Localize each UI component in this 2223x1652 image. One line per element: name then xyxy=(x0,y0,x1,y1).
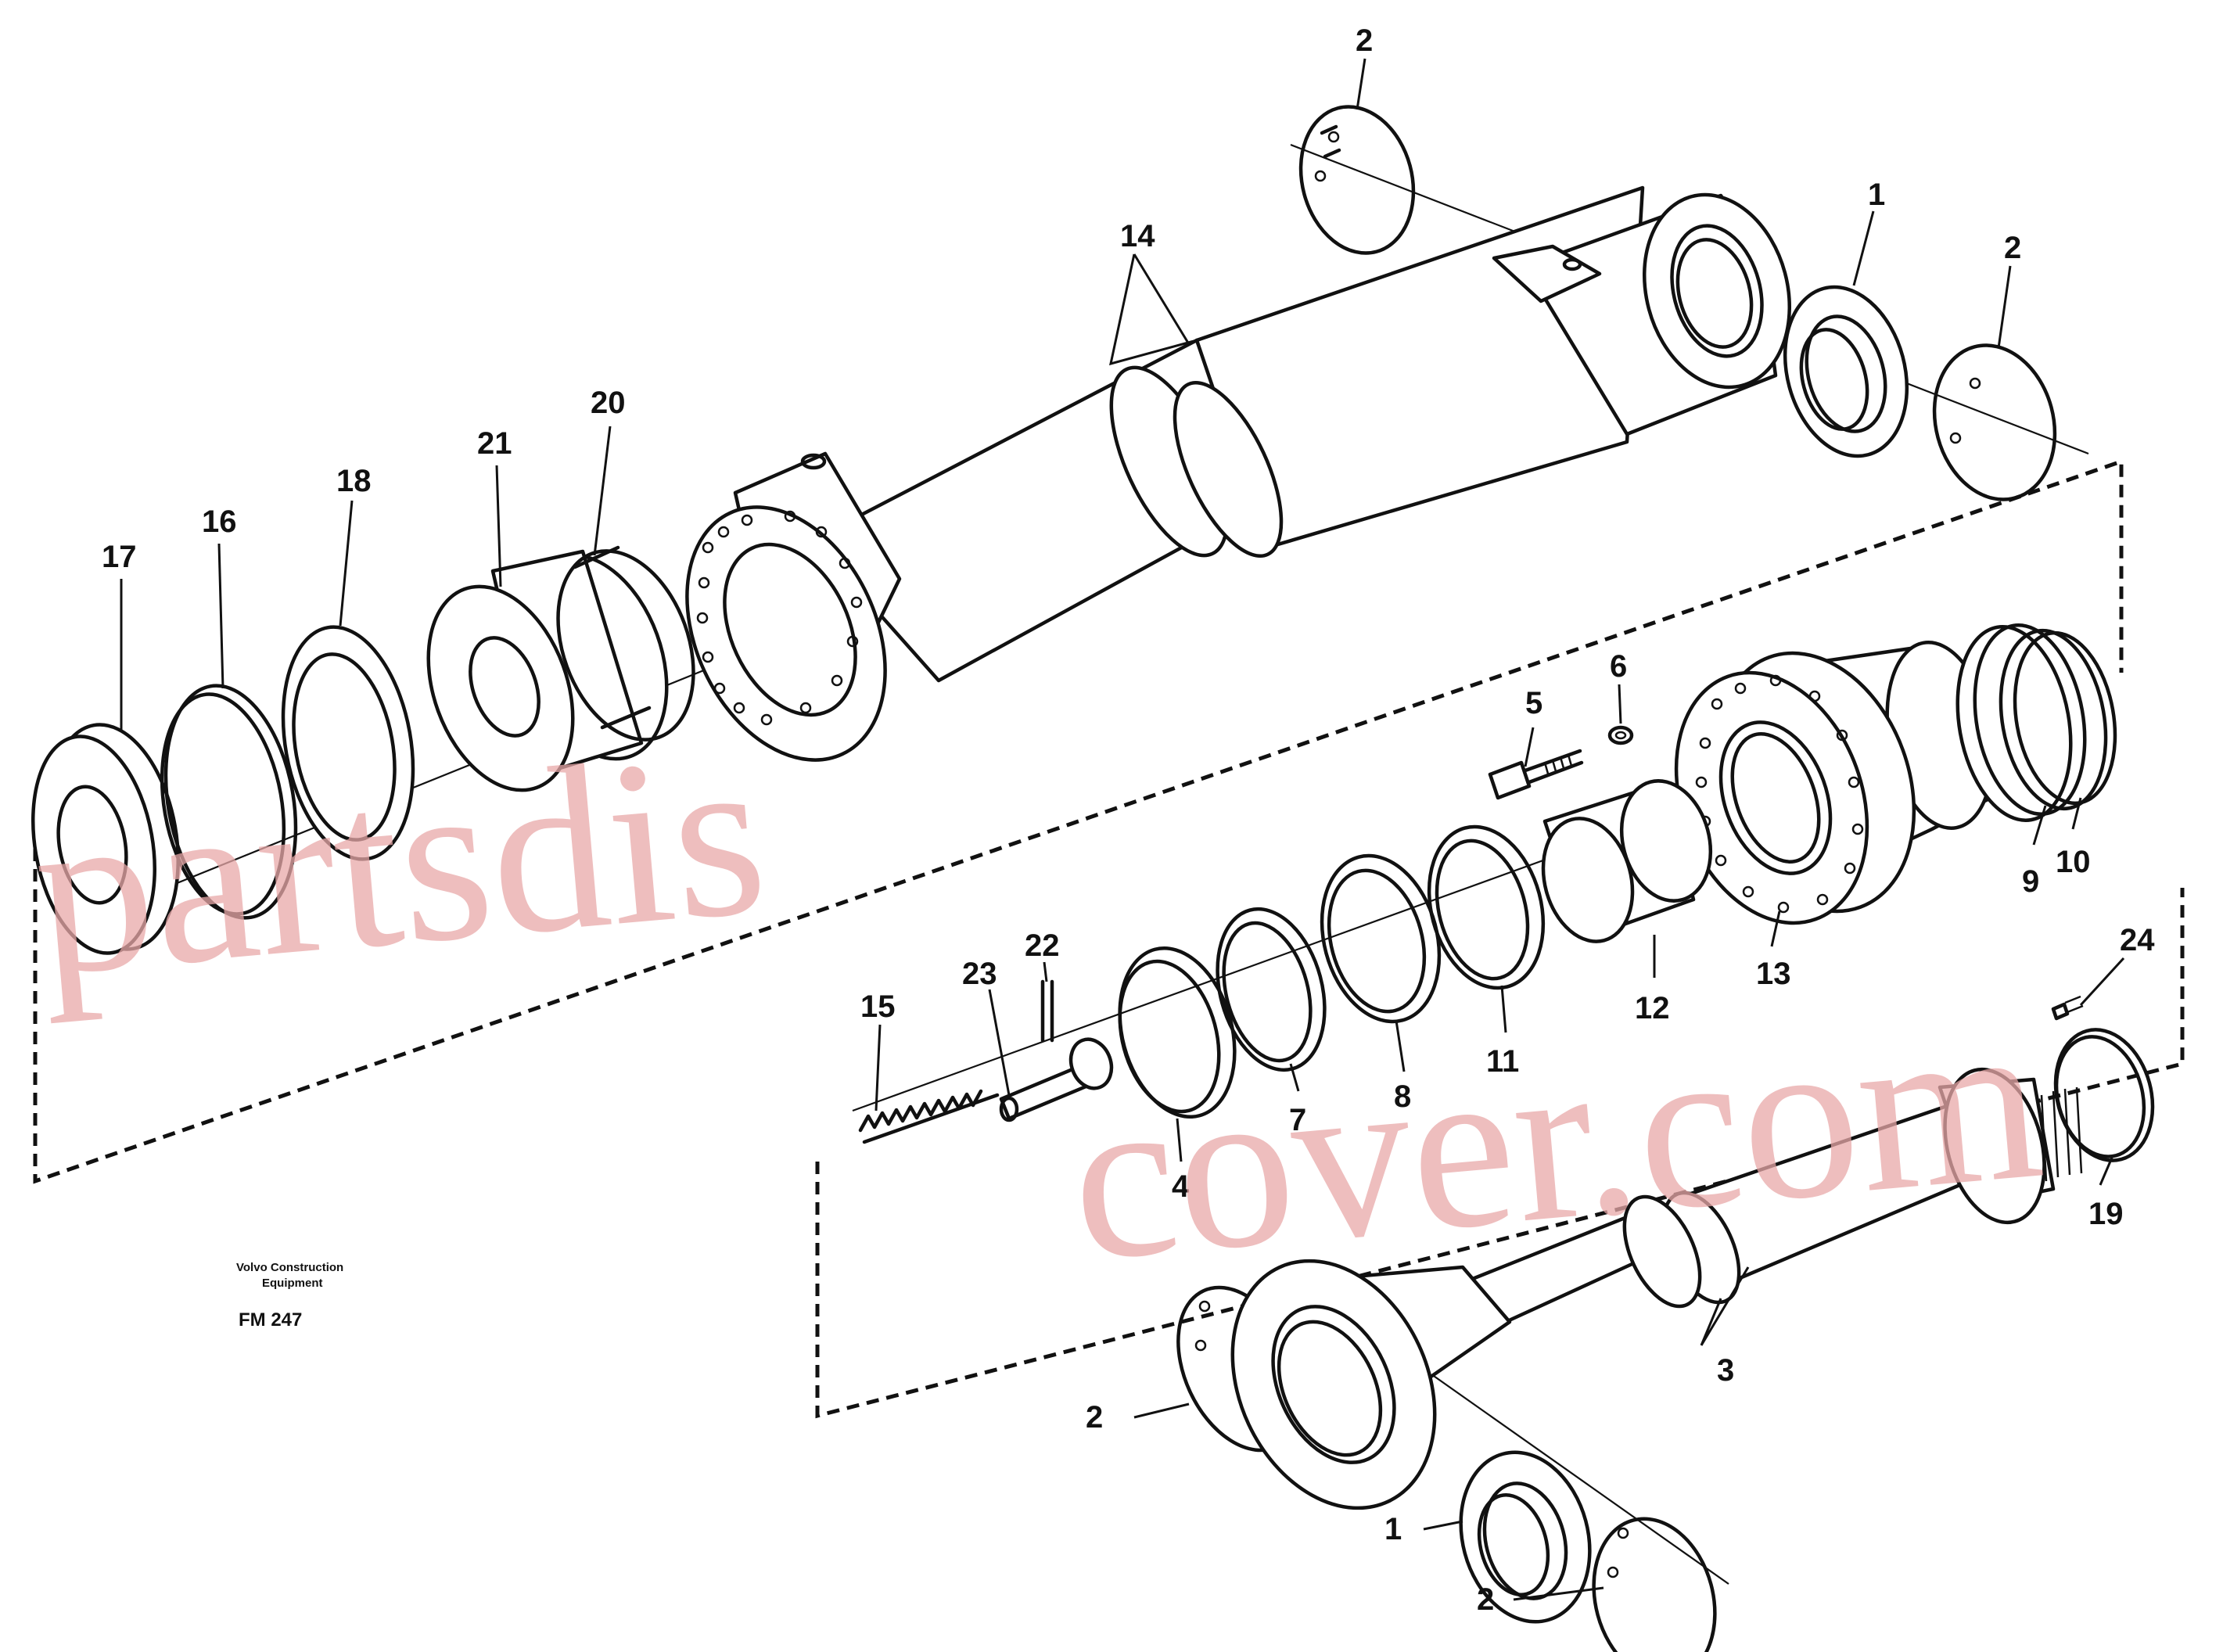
part-3-piston-rod xyxy=(1230,1067,2083,1510)
part-21-piston xyxy=(426,549,669,792)
callout-2-rod-left: 2 xyxy=(1086,1400,1103,1435)
part-circlip-rod-right xyxy=(1592,1517,1717,1652)
callout-9: 9 xyxy=(2022,864,2039,899)
part-circlip-right xyxy=(1932,343,2057,501)
part-17-piston-nut xyxy=(31,723,180,955)
part-cylinder-tube xyxy=(685,185,1792,762)
part-12-bushing xyxy=(1541,779,1713,943)
callout-24: 24 xyxy=(2120,923,2155,957)
callout-11: 11 xyxy=(1486,1044,1519,1079)
callout-20: 20 xyxy=(591,386,626,420)
callout-2-top: 2 xyxy=(1356,23,1373,58)
callout-1-lower: 1 xyxy=(1384,1512,1402,1546)
callout-12: 12 xyxy=(1635,991,1670,1025)
callout-3: 3 xyxy=(1717,1353,1734,1388)
callout-2-bottom: 2 xyxy=(1477,1582,1494,1617)
callout-10: 10 xyxy=(2056,845,2091,879)
part-circlip-top xyxy=(1298,105,1416,255)
callout-1-upper: 1 xyxy=(1868,178,1885,212)
callout-19: 19 xyxy=(2088,1197,2124,1231)
callout-4: 4 xyxy=(1172,1169,1190,1204)
part-15-spring xyxy=(858,1089,1000,1144)
part-6-washer xyxy=(1607,725,1634,745)
part-13-cylinder-head xyxy=(1674,623,2087,925)
figure-footer: Volvo Construction Equipment FM 247 xyxy=(236,1261,343,1331)
part-24-grease-nipple xyxy=(2051,995,2084,1021)
callout-18: 18 xyxy=(336,464,372,498)
callout-6: 6 xyxy=(1610,649,1627,684)
part-5-socket-screw xyxy=(1488,749,1584,800)
group-outline-lower xyxy=(815,888,2185,1419)
part-19-rod-ring xyxy=(2053,1028,2155,1162)
part-spherical-bearing-lower xyxy=(1459,1450,1592,1624)
company-name-line1: Volvo Construction xyxy=(236,1261,343,1274)
callout-7: 7 xyxy=(1289,1103,1306,1137)
company-name-line2: Equipment xyxy=(262,1277,323,1290)
callout-16: 16 xyxy=(202,505,237,539)
part-18-seal xyxy=(281,625,415,861)
part-4-wiper-ring xyxy=(1118,946,1237,1119)
leader-lines xyxy=(120,58,2125,1601)
callout-17: 17 xyxy=(102,540,137,574)
watermark-text-line2: cover.com xyxy=(1061,967,2051,1310)
callout-23: 23 xyxy=(962,957,997,991)
part-11-seal xyxy=(1427,824,1546,990)
callout-22: 22 xyxy=(1025,928,1060,963)
callout-14: 14 xyxy=(1120,219,1155,253)
callout-2-right: 2 xyxy=(2004,231,2021,265)
callout-labels: 2 1 2 14 20 21 18 16 17 5 6 9 10 13 12 1… xyxy=(102,23,2155,1617)
part-8-seal xyxy=(1320,853,1442,1024)
part-22-pin xyxy=(1040,979,1054,1043)
part-spherical-bearing-upper xyxy=(1783,285,1909,458)
part-23-valve xyxy=(999,1037,1114,1122)
callout-15: 15 xyxy=(860,989,896,1024)
figure-code: FM 247 xyxy=(239,1309,302,1331)
callout-21: 21 xyxy=(477,426,512,461)
callout-5: 5 xyxy=(1525,686,1542,720)
watermark-text-line1: partsdis xyxy=(25,702,775,1025)
callout-8: 8 xyxy=(1394,1079,1411,1114)
callout-13: 13 xyxy=(1756,957,1791,991)
part-20-piston-ring xyxy=(556,545,695,742)
group-outline-upper xyxy=(33,458,2124,1184)
part-16-ring xyxy=(160,684,298,920)
